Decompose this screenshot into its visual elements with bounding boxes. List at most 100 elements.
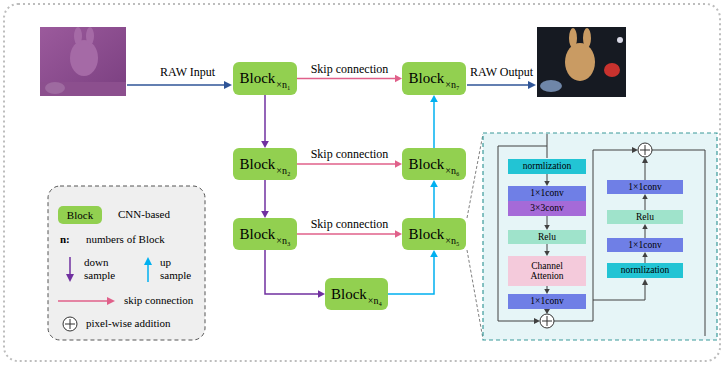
swatch-text: Block: [67, 209, 93, 221]
data-arrow: [528, 81, 536, 89]
skip-arrow: [297, 75, 402, 83]
connector-line: [297, 163, 398, 165]
raw-input-image: [70, 40, 98, 76]
block-name: Block: [240, 70, 276, 87]
legend-symbol: n:: [60, 233, 70, 246]
connector-line: [264, 180, 266, 214]
flow-arrow: [642, 224, 648, 238]
block-name: Block: [409, 70, 445, 87]
cnn-block: Block×n₄: [325, 278, 388, 310]
conv1x1-layer: 1×1conv: [508, 186, 586, 201]
raw-input-image: [40, 27, 126, 96]
addition-symbol: [640, 145, 650, 155]
raw-input-image: [74, 27, 82, 45]
downsample-arrow: [261, 180, 269, 218]
block-count: ×n₂: [276, 165, 290, 176]
layer-name: Relu: [636, 212, 654, 222]
wire-arrowheads: [642, 157, 648, 163]
upsample-arrow: [388, 250, 438, 294]
addition-symbol: [542, 316, 552, 326]
downsample-arrow: [261, 95, 269, 148]
addition-symbol: [540, 314, 554, 328]
cnn-block: Block×n₃: [233, 218, 297, 250]
legend-text: skip connection: [124, 294, 193, 307]
legend-text: up sample: [160, 256, 204, 281]
block-name: Block: [240, 156, 276, 173]
wire-arrowheads: [642, 279, 648, 285]
legend-text: down sample: [84, 256, 128, 281]
arrowhead: [430, 250, 438, 257]
connector-line: [297, 78, 398, 80]
layer-name: Channel Attenion: [523, 261, 571, 282]
block-count: ×n₄: [368, 295, 382, 306]
wire-arrowheads: [544, 309, 550, 314]
raw-output-image: [565, 43, 595, 81]
upsample-arrow: [430, 180, 438, 218]
conv1x1-layer: 1×1conv: [607, 180, 683, 194]
zoom-lines: [467, 250, 483, 339]
legend-samples: [107, 297, 115, 305]
connector-line: [433, 184, 435, 218]
block-count: ×n₆: [445, 165, 459, 176]
relu-layer: Relu: [607, 210, 683, 224]
arrowhead: [642, 194, 648, 199]
edge-label: Skip connection: [311, 218, 389, 232]
connector-line: [388, 254, 434, 294]
flow-arrow: [642, 194, 648, 210]
connector-line: [265, 250, 321, 294]
channel-attention-layer: Channel Attenion: [508, 256, 586, 286]
upsample-arrow: [430, 95, 438, 148]
legend-text: pixel-wise addition: [86, 317, 171, 330]
residual-wires: [645, 163, 646, 180]
relu-layer: Relu: [508, 230, 586, 244]
normalization-layer: normlization: [607, 263, 683, 278]
connector-line: [433, 99, 435, 148]
raw-output-image: [537, 27, 626, 97]
legend-samples: [69, 257, 71, 275]
block-count: ×n₁: [276, 79, 290, 90]
arrowhead: [261, 211, 269, 218]
block-count: ×n₃: [276, 235, 290, 246]
arrowhead: [430, 95, 438, 102]
data-arrow: [467, 84, 530, 86]
legend-samples: [63, 317, 77, 331]
block-name: Block: [240, 226, 276, 243]
addition-symbol: [638, 143, 652, 157]
legend-samples: [65, 319, 75, 329]
zoom-lines: [467, 134, 483, 218]
arrowhead: [318, 290, 325, 298]
raw-input-image: [86, 27, 94, 45]
arrowhead: [395, 230, 402, 238]
cnn-block: Block×n₆: [402, 148, 466, 180]
data-arrow: [127, 84, 226, 86]
raw-input-image: [40, 82, 126, 96]
raw-input-image: [45, 82, 65, 94]
downsample-arrow: [265, 250, 325, 298]
layer-name: Relu: [538, 232, 556, 242]
io-label: RAW Output: [470, 66, 533, 80]
flow-arrow: [544, 174, 550, 186]
cnn-block: Block×n₅: [402, 218, 466, 250]
arrowhead: [395, 160, 402, 168]
block-detail-panel: [483, 133, 717, 340]
raw-output-image: [540, 80, 562, 92]
conv1x1-layer: 1×1conv: [508, 294, 586, 309]
conv1x1-layer: 1×1conv: [607, 238, 683, 252]
edge-label: Skip connection: [311, 63, 389, 77]
connector-line: [264, 95, 266, 144]
zoom-lines: [467, 134, 483, 339]
data-arrow: [224, 81, 232, 89]
legend-text: numbers of Block: [86, 233, 165, 246]
residual-wires: [593, 284, 645, 300]
arrowhead: [395, 75, 402, 83]
wire-arrowheads: [534, 318, 540, 324]
cnn-block: Block×n₇: [402, 62, 466, 95]
raw-output-image: [583, 28, 591, 48]
cnn-block: Block×n₂: [233, 148, 297, 180]
edge-label: Skip connection: [311, 148, 389, 162]
block-count: ×n₅: [445, 235, 459, 246]
legend-samples: [66, 274, 74, 282]
arrowhead: [642, 252, 648, 257]
legend-text: CNN-based: [118, 208, 170, 221]
